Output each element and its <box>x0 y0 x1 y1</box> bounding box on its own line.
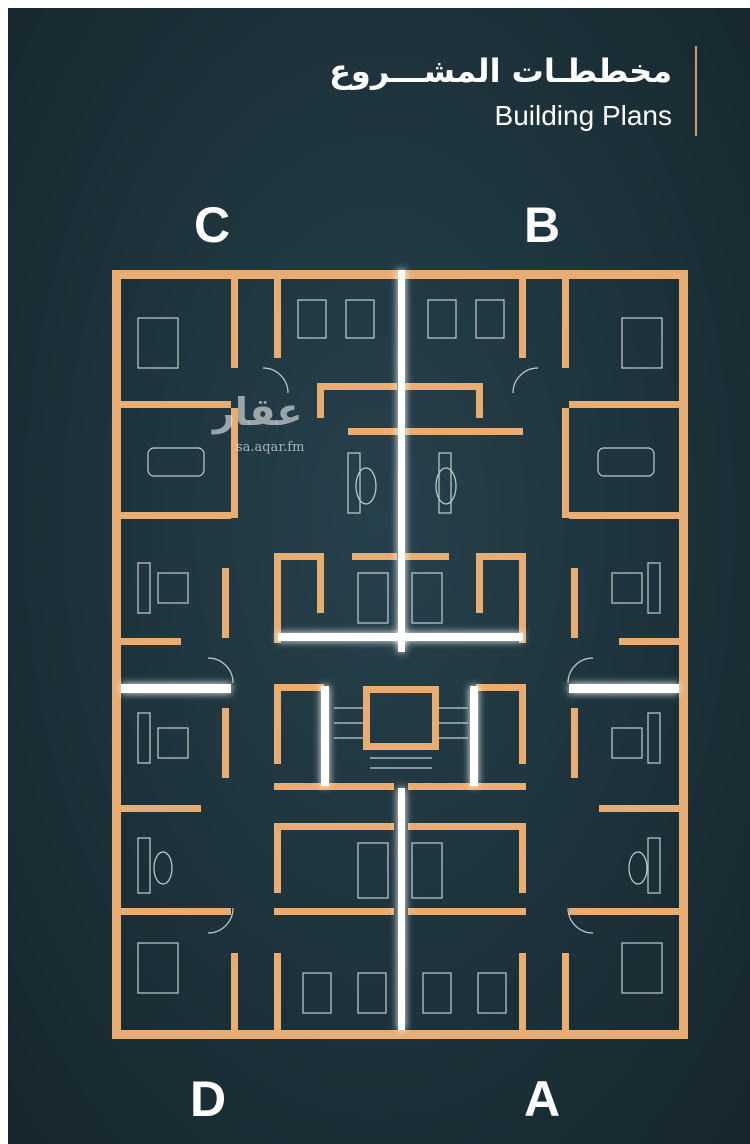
title-english: Building Plans <box>494 100 672 131</box>
interior-walls <box>121 278 679 1033</box>
furniture-outlines <box>137 299 663 1014</box>
unit-label-b: B <box>524 197 561 253</box>
floor-plan-drawing <box>112 270 688 1039</box>
unit-dividers <box>121 270 679 1030</box>
title-arabic: مخططـات المشـــروع <box>329 52 672 90</box>
watermark-brand: عقار <box>213 390 303 434</box>
title-accent-bar <box>695 46 697 136</box>
watermark-url: sa.aqar.fm <box>236 440 305 455</box>
unit-label-d: D <box>190 1071 227 1127</box>
floor-plan-poster: مخططـات المشـــروع Building Plans C B D … <box>8 8 750 1144</box>
unit-label-a: A <box>524 1071 561 1127</box>
unit-label-c: C <box>194 197 231 253</box>
